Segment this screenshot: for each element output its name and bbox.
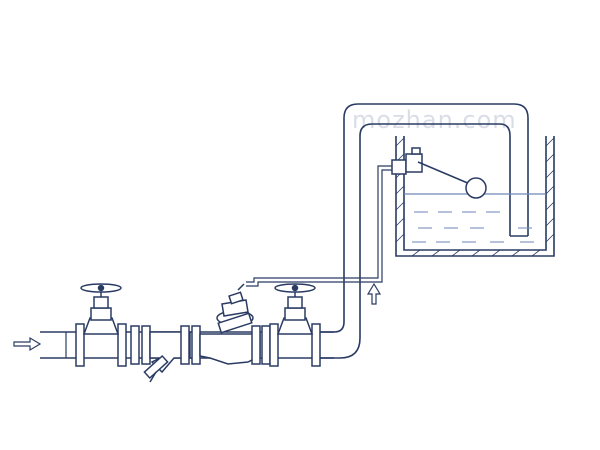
water-surface-dashes — [412, 211, 534, 243]
riser-pipe — [320, 103, 529, 359]
control-tubing — [246, 165, 392, 287]
control-valve — [199, 283, 261, 365]
y-strainer — [143, 331, 191, 383]
float-valve — [391, 147, 487, 199]
gate-valve-1 — [75, 283, 127, 367]
gate-valve-2 — [269, 283, 321, 367]
inlet-flow-arrow-icon — [13, 336, 42, 352]
watermark: mozhan.com — [352, 106, 517, 134]
upflow-arrow-icon — [366, 282, 382, 305]
